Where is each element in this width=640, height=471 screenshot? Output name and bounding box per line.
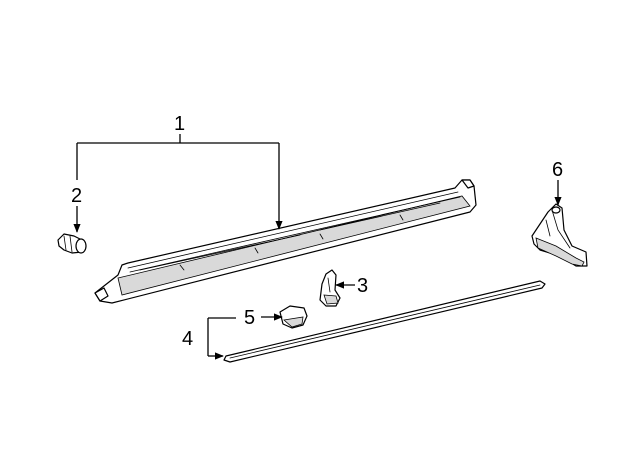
rocker-panel xyxy=(94,179,477,304)
splash-guard xyxy=(531,203,588,267)
retainer-bracket xyxy=(319,269,341,307)
callout-4: 4 xyxy=(182,328,193,350)
callout-3: 3 xyxy=(357,275,368,297)
callout-1: 1 xyxy=(174,113,185,135)
callout-5: 5 xyxy=(244,307,255,329)
callout-2: 2 xyxy=(71,185,82,207)
clip-fastener xyxy=(57,233,87,254)
molding-strip xyxy=(223,280,546,363)
leader-lines xyxy=(73,134,562,360)
callout-6: 6 xyxy=(552,159,563,181)
end-cap xyxy=(279,305,308,329)
